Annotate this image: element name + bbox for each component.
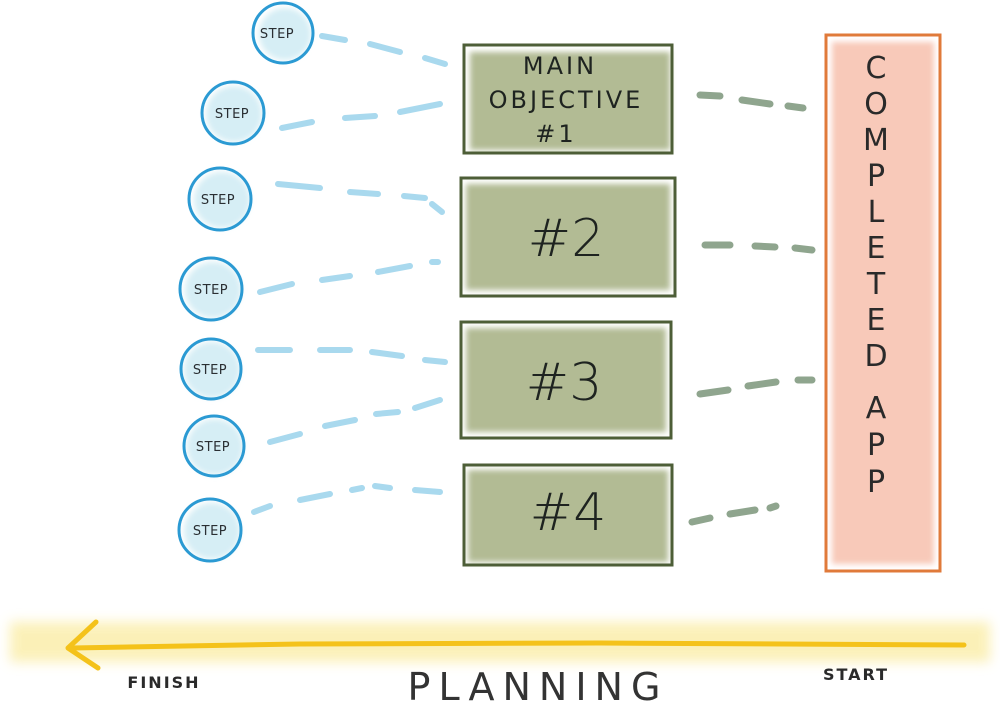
step-circle-ring <box>187 166 253 232</box>
step-connector <box>319 33 448 67</box>
objectives-column: MAIN OBJECTIVE #1 #2 #3 #4 <box>459 43 677 567</box>
step-circle: STEP <box>182 414 246 478</box>
objective-box-4-wash <box>468 470 668 562</box>
step-circle: STEP <box>178 256 244 322</box>
completed-app-wash <box>832 42 934 564</box>
objective-box-3-wash <box>466 328 666 432</box>
timeline-arrow <box>10 619 990 671</box>
objective-1-line1: MAIN <box>523 52 597 80</box>
objective-connector <box>696 91 807 112</box>
completed-app-letter: O <box>864 87 888 122</box>
step-circle-ring <box>179 337 243 401</box>
completed-app-letter: D <box>864 339 887 374</box>
step-circle-ring <box>182 414 246 478</box>
objective-2-label: #2 <box>528 209 605 269</box>
objective-connector <box>688 502 780 526</box>
step-circle-ring <box>177 497 243 563</box>
step-label: STEP <box>260 27 294 42</box>
completed-app-letter: L <box>868 195 885 230</box>
step-connector <box>251 483 443 515</box>
step-connector <box>255 347 448 365</box>
objective-box-2-frame <box>459 176 677 298</box>
completed-app-letter: P <box>867 465 885 500</box>
step-circle-ring <box>251 1 315 65</box>
step-circle-fill <box>194 172 250 228</box>
steps-column: STEP STEP STEP STEP STEP STEP <box>177 1 315 563</box>
step-circle: STEP <box>179 337 243 401</box>
step-circle-fill <box>206 86 262 142</box>
objective-box-4: #4 <box>462 463 674 567</box>
objective-connector <box>696 376 816 398</box>
objective-1-line3: #1 <box>535 120 576 148</box>
step-connector <box>267 397 443 445</box>
objective-box-1: MAIN OBJECTIVE #1 <box>462 43 674 155</box>
step-circle-ring <box>178 256 244 322</box>
objective-3-label: #3 <box>526 353 603 413</box>
objective-connectors <box>688 91 816 526</box>
step-circle: STEP <box>187 166 253 232</box>
step-label: STEP <box>215 107 249 122</box>
step-circle-fill <box>259 8 311 60</box>
completed-app-letters: C O M P L E T E D A P P <box>863 51 889 500</box>
objective-box-3-frame <box>459 320 673 440</box>
step-circle-fill <box>187 419 243 475</box>
completed-app-letter: E <box>867 303 886 338</box>
objective-box-2: #2 <box>459 176 677 298</box>
step-connector <box>279 101 443 131</box>
step-label: STEP <box>196 440 230 455</box>
objective-connector <box>701 241 816 254</box>
start-label: START <box>823 665 889 684</box>
completed-app-letter: A <box>866 391 887 426</box>
completed-app-letter: E <box>867 231 886 266</box>
step-circle: STEP <box>251 1 315 65</box>
completed-app-box: C O M P L E T E D A P P <box>824 33 942 573</box>
finish-label: FINISH <box>127 673 200 692</box>
completed-app-letter: M <box>863 123 889 158</box>
step-connector <box>275 181 445 215</box>
objective-box-1-wash <box>470 52 670 150</box>
completed-app-letter: P <box>867 428 885 463</box>
step-connectors <box>251 33 448 515</box>
step-connector <box>257 259 441 295</box>
step-circle-ring <box>200 80 266 146</box>
objective-box-2-wash <box>466 184 670 290</box>
arrowhead-icon <box>65 619 101 671</box>
completed-app-letter: P <box>867 159 885 194</box>
objective-box-1-frame <box>462 43 674 155</box>
timeline-labels: FINISH PLANNING START <box>127 665 889 707</box>
objective-box-4-frame <box>462 463 674 567</box>
completed-app-frame <box>824 33 942 573</box>
step-label: STEP <box>201 193 235 208</box>
completed-app-letter: T <box>866 267 886 302</box>
step-circle: STEP <box>177 497 243 563</box>
step-circle-fill <box>184 503 240 559</box>
step-circle-fill <box>185 262 241 318</box>
planning-title: PLANNING <box>408 665 669 707</box>
step-circle: STEP <box>200 80 266 146</box>
objective-1-line2: OBJECTIVE <box>489 86 644 114</box>
step-label: STEP <box>194 283 228 298</box>
completed-app-letter: C <box>866 51 887 86</box>
step-label: STEP <box>193 524 227 539</box>
step-circle-fill <box>184 342 240 398</box>
objective-box-3: #3 <box>459 320 673 440</box>
timeline-shaft <box>69 640 967 651</box>
step-label: STEP <box>193 363 227 378</box>
objective-4-label: #4 <box>530 483 607 543</box>
